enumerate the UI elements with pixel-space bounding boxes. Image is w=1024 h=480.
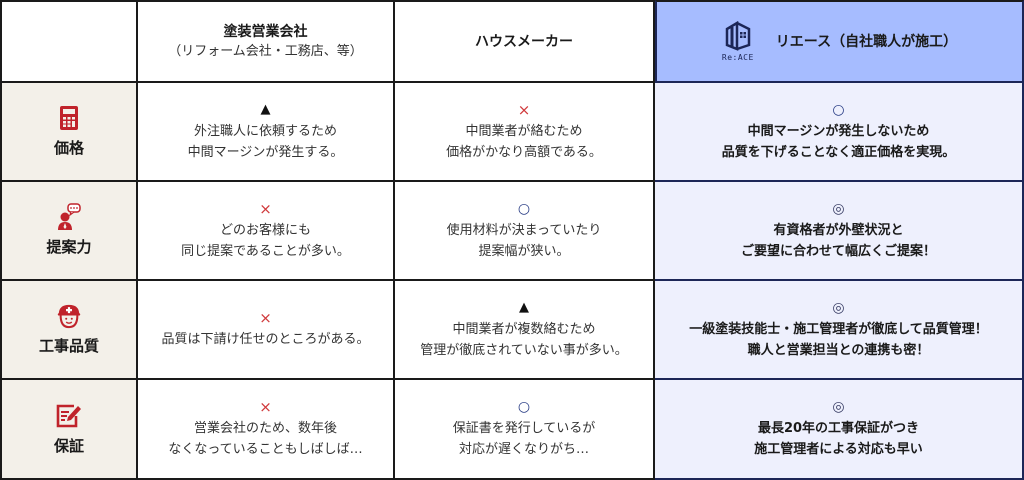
reace-logo: Re:ACE [722,21,754,62]
column-header-house-maker: ハウスメーカー [395,0,655,83]
cell-painting-warranty: × 営業会社のため、数年後 なくなっていることもしばしば… [138,380,395,480]
logo-text: Re:ACE [721,53,754,62]
cell-text-line: 保証書を発行しているが [452,421,596,436]
cell-housemaker-warranty: ○ 保証書を発行しているが 対応が遅くなりがち… [395,380,655,480]
row-label: 工事品質 [38,337,99,355]
cell-text-line: 中間業者が複数絡むため [452,321,596,337]
column-subtitle: （リフォーム会社・工務店、等） [168,43,363,59]
column-title: 塗装営業会社 [223,23,308,40]
row-header-warranty: 保証 [0,380,138,480]
cell-reace-warranty: ◎ 最長20年の工事保証がつき 施工管理者による対応も早い [655,380,1024,480]
cell-text-line: 中間業者が絡むため [465,123,583,139]
circle-mark: ○ [517,399,531,415]
row-label: 価格 [53,139,84,157]
row-label: 提案力 [46,238,92,256]
row-label: 保証 [53,436,84,455]
row-header-proposal: 提案力 [0,182,138,281]
cell-text-line: 施工管理者による対応も早い [754,442,923,457]
circle-mark: ○ [517,200,531,217]
cell-text-line: 有資格者が外壁状況と [773,222,904,238]
double-circle-mark: ◎ [832,299,845,316]
circle-mark: ○ [832,101,845,118]
cross-mark: × [259,309,272,327]
column-title: ハウスメーカー [475,33,573,50]
column-title: リエース（自社職人が施工） [775,33,958,50]
cross-mark: × [259,398,272,416]
cell-text-line: どのお客様にも [219,222,311,238]
cell-text-line: 管理が徹底されていない事が多い。 [420,342,628,358]
cell-painting-quality: × 品質は下請け任せのところがある。 [138,281,395,380]
cell-housemaker-proposal: ○ 使用材料が決まっていたり 提案幅が狭い。 [395,182,655,281]
cell-text-line: 中間マージンが発生する。 [187,144,344,160]
cell-painting-proposal: × どのお客様にも 同じ提案であることが多い。 [138,182,395,281]
cross-mark: × [517,100,531,119]
cell-text-line: 最長20年の工事保証がつき [757,421,920,436]
column-header-painting-company: 塗装営業会社 （リフォーム会社・工務店、等） [138,0,395,83]
cell-text-line: 職人と営業担当との連携も密！ [747,342,930,358]
cell-text-line: 外注職人に依頼するため [193,123,337,139]
cell-reace-quality: ◎ 一級塗装技能士・施工管理者が徹底して品質管理！ 職人と営業担当との連携も密！ [655,281,1024,380]
cell-text-line: 営業会社のため、数年後 [193,421,337,436]
triangle-mark: ▲ [260,101,271,117]
column-header-reace: Re:ACE リエース（自社職人が施工） [655,0,1024,83]
cell-text-line: ご要望に合わせて幅広くご提案！ [740,243,936,259]
cell-text-line: 品質を下げることなく適正価格を実現。 [721,144,956,160]
row-header-price: 価格 [0,83,138,182]
cell-text-line: 同じ提案であることが多い。 [181,243,350,259]
cell-text-line: なくなっていることもしばしば… [168,442,363,457]
cell-text-line: 中間マージンが発生しないため [747,123,930,139]
double-circle-mark: ◎ [832,200,845,217]
double-circle-mark: ◎ [832,399,845,415]
cell-text-line: 使用材料が決まっていたり [446,222,602,238]
row-header-quality: 工事品質 [0,281,138,380]
cross-mark: × [259,199,272,218]
cell-housemaker-price: × 中間業者が絡むため 価格がかなり高額である。 [395,83,655,182]
helmet-worker-icon [57,304,81,329]
consultant-icon [58,203,81,230]
cell-text-line: 一級塗装技能士・施工管理者が徹底して品質管理！ [689,321,988,337]
cell-text-line: 価格がかなり高額である。 [446,144,602,160]
document-pen-icon [56,404,81,427]
cell-housemaker-quality: ▲ 中間業者が複数絡むため 管理が徹底されていない事が多い。 [395,281,655,380]
cell-text-line: 品質は下請け任せのところがある。 [161,332,370,347]
house-logo-icon [725,21,751,51]
cell-text-line: 提案幅が狭い。 [478,243,570,259]
cell-text-line: 対応が遅くなりがち… [458,442,589,457]
cell-painting-price: ▲ 外注職人に依頼するため 中間マージンが発生する。 [138,83,395,182]
triangle-mark: ▲ [519,299,529,315]
corner-cell [0,0,138,83]
cell-reace-price: ○ 中間マージンが発生しないため 品質を下げることなく適正価格を実現。 [655,83,1024,182]
cell-reace-proposal: ◎ 有資格者が外壁状況と ご要望に合わせて幅広くご提案！ [655,182,1024,281]
calculator-icon [60,106,78,130]
